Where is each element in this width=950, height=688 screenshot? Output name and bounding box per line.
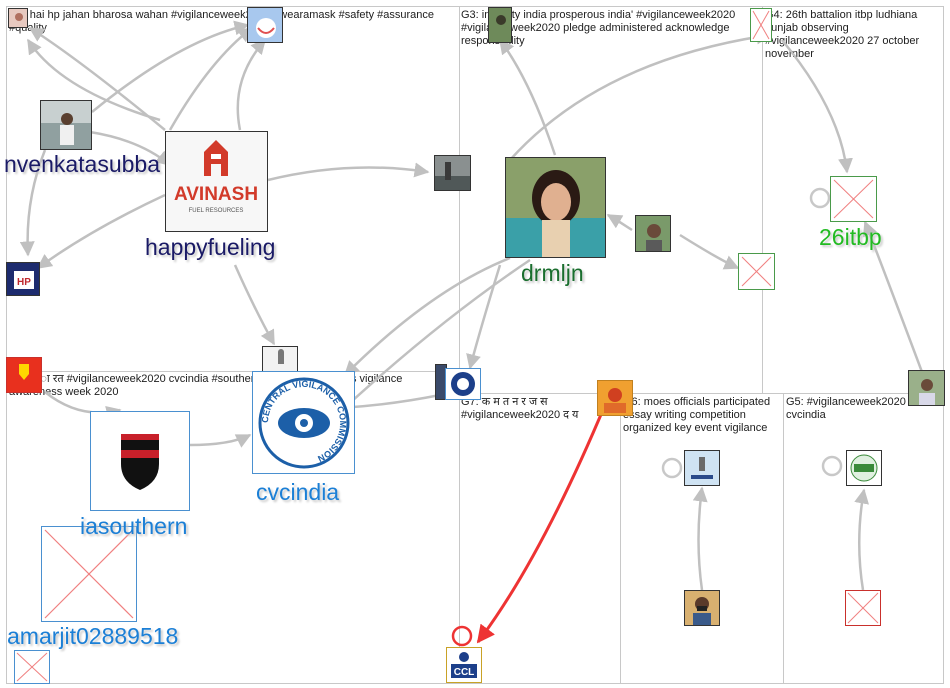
node-art-image[interactable] (597, 380, 633, 416)
edge (862, 220, 924, 373)
broken-image-icon[interactable] (750, 8, 772, 42)
emblem-icon[interactable] (262, 346, 298, 372)
person-photo-icon[interactable] (40, 100, 92, 150)
edge (233, 264, 276, 346)
broken-image-icon[interactable] (41, 526, 137, 622)
edge (854, 488, 869, 591)
emblem-icon[interactable] (684, 450, 720, 486)
edge (343, 256, 511, 377)
edge (498, 38, 557, 156)
edge (466, 264, 502, 370)
edge (692, 486, 708, 591)
edge (781, 39, 853, 174)
ccl-logo[interactable]: CCL (446, 647, 482, 683)
self-loop-red (451, 625, 473, 647)
edge (189, 433, 252, 448)
node-photo-street[interactable] (434, 155, 471, 191)
edge (509, 29, 772, 161)
avinash-logo[interactable]: AVINASH FUEL RESOURCES (165, 131, 268, 232)
node-badge-green[interactable] (846, 450, 882, 486)
edge (679, 233, 740, 270)
edge (36, 193, 166, 270)
broken-image-icon[interactable] (845, 590, 881, 626)
drmljn-photo[interactable] (505, 157, 606, 258)
node-photo-man[interactable] (635, 215, 671, 252)
self-loop (661, 457, 683, 479)
broken-image-icon[interactable] (830, 176, 877, 222)
node-g3-photo-top[interactable] (488, 7, 512, 43)
avinash-logo-subtext: FUEL RESOURCES (189, 208, 244, 214)
edge (606, 213, 633, 232)
edge (28, 26, 166, 131)
edge (44, 391, 122, 421)
node-label-happyfueling[interactable]: happyfueling (145, 234, 276, 260)
svg-text:CCL: CCL (454, 667, 475, 678)
group-title-g7: G7: क म त न र ज स #vigilanceweek2020 द य (461, 396, 579, 421)
node-photo-masked[interactable] (684, 590, 720, 626)
edge (19, 149, 47, 257)
avinash-logo-text: AVINASH (174, 184, 258, 205)
broken-image-icon[interactable] (14, 650, 50, 684)
edge (89, 130, 172, 166)
self-loop (809, 187, 831, 209)
edge (168, 27, 254, 131)
shield-badge-icon[interactable] (90, 411, 190, 511)
node-label-amarjit02889518[interactable]: amarjit02889518 (7, 623, 179, 649)
hp-logo-icon[interactable]: HP (6, 262, 40, 296)
self-loop (821, 455, 843, 477)
node-label-26itbp[interactable]: 26itbp (819, 224, 882, 250)
edge (26, 38, 161, 122)
node-label-iasouthern[interactable]: iasouthern (80, 513, 188, 539)
node-g1-small[interactable] (8, 8, 28, 28)
node-label-drmljn[interactable]: drmljn (521, 260, 584, 286)
railway-logo[interactable] (445, 368, 481, 400)
cvc-logo[interactable]: CENTRAL VIGILANCE COMMISSION (252, 371, 355, 474)
node-flag[interactable] (6, 357, 42, 393)
group-title-g4: G4: 26th battalion itbp ludhiana punjab … (765, 9, 920, 60)
group-title-g5: G5: #vigilanceweek2020 cvcindia (786, 396, 906, 421)
node-photo-officer[interactable] (908, 370, 945, 406)
group-title-g6: G6: moes officials participated essay wr… (623, 396, 771, 434)
edge (267, 162, 430, 182)
edge-red (476, 404, 607, 644)
node-g1-icon-top[interactable] (247, 7, 283, 43)
edge (91, 20, 250, 113)
node-label-cvcindia[interactable]: cvcindia (256, 479, 340, 505)
edge (236, 38, 266, 131)
edge (338, 258, 531, 414)
node-label-nvenkatasubba[interactable]: nvenkatasubba (4, 151, 161, 177)
svg-text:HP: HP (17, 277, 31, 288)
broken-image-icon[interactable] (738, 253, 775, 290)
